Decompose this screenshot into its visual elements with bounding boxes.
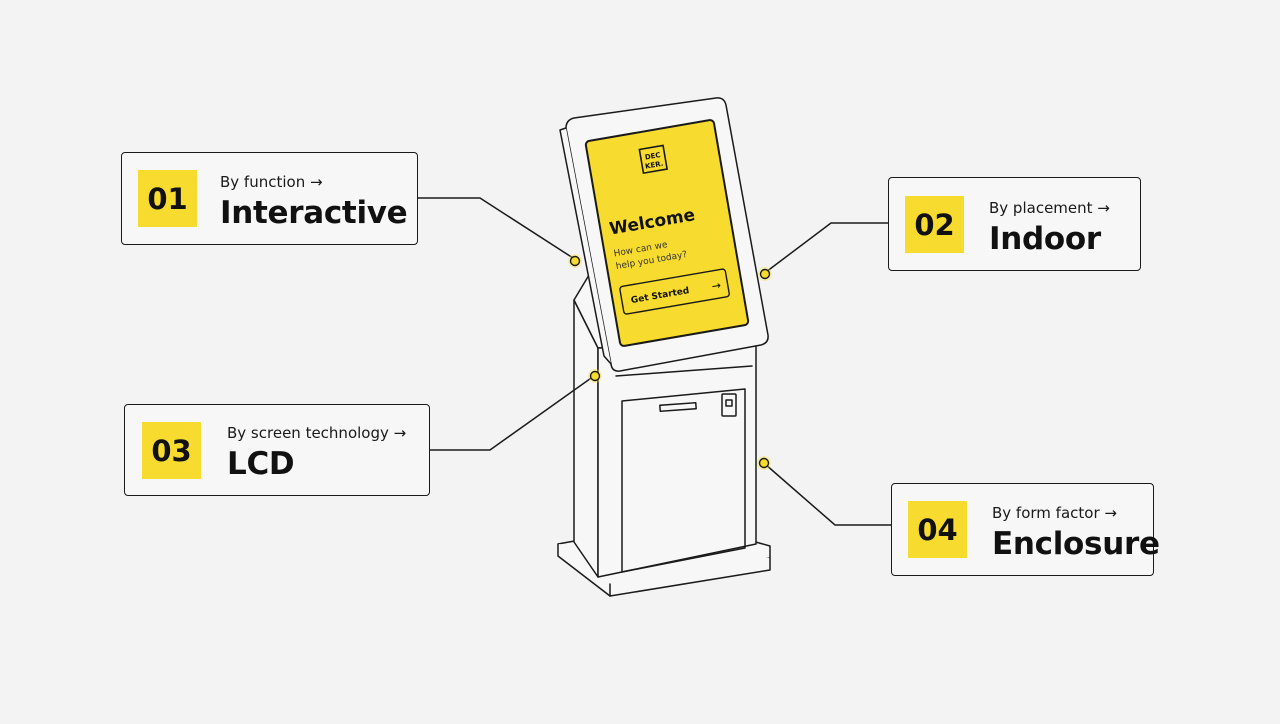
connector-04 [764,463,891,526]
callout-card-04: 04 By form factor → Enclosure [891,483,1160,576]
callout-card-03: 03 By screen technology → LCD [124,404,430,496]
callout-number-badge: 04 [908,501,967,558]
kiosk-lower-door [621,388,746,573]
connector-02 [765,222,888,273]
callout-number-badge: 02 [905,196,964,253]
callout-number-badge: 01 [138,170,197,227]
connector-01 [418,197,574,259]
callout-category: By placement → [989,199,1110,217]
callout-category: By form factor → [992,504,1117,522]
kiosk-screen [584,119,750,347]
callout-value: Indoor [989,221,1101,257]
callout-card-01: 01 By function → Interactive [121,152,418,245]
screen-get-started-button[interactable] [619,268,730,315]
anchor-dot-02 [758,267,772,281]
anchor-dot-04 [757,456,771,470]
callout-category: By screen technology → [227,424,407,442]
logo-text-line2: KER. [645,160,664,171]
kiosk-panel-top [615,365,753,377]
callout-number-badge: 03 [142,422,201,479]
callout-value: Interactive [220,195,408,231]
anchor-dot-03 [588,369,602,383]
card-reader [721,393,737,417]
callout-value: LCD [227,446,295,482]
logo-box [638,144,669,175]
callout-category: By function → [220,173,323,191]
connector-03 [430,375,595,451]
kiosk-monitor-depth [559,127,612,365]
anchor-dot-01 [568,254,582,268]
callout-value: Enclosure [992,526,1160,562]
callout-card-02: 02 By placement → Indoor [888,177,1141,271]
screen-button-arrow-icon: → [711,279,722,293]
card-slot [659,402,697,412]
logo-text-line1: DEC [644,151,661,162]
